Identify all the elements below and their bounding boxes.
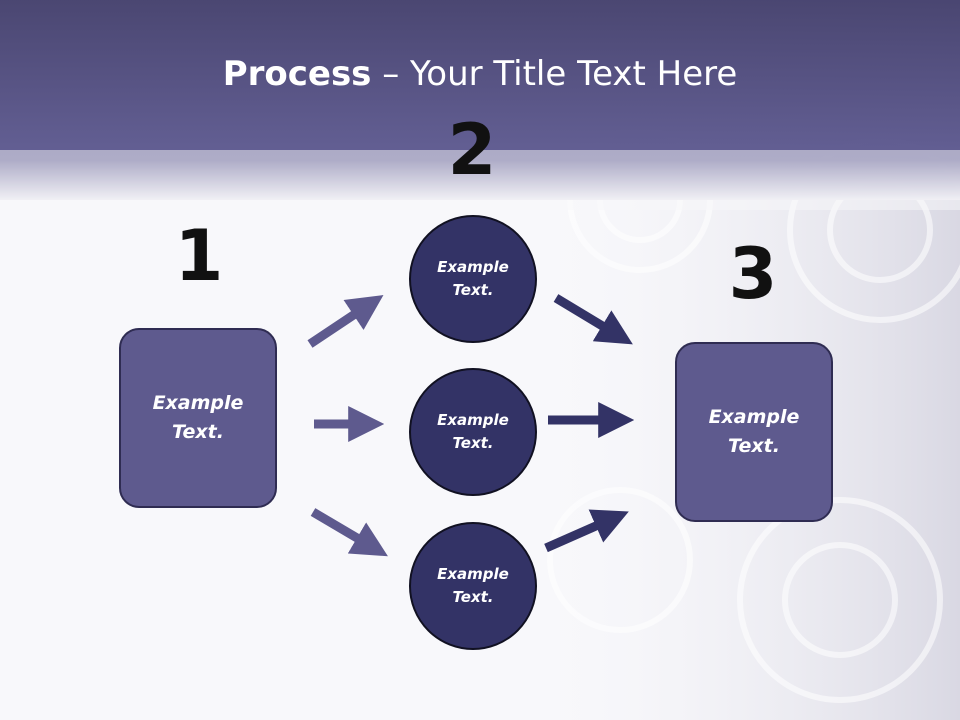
arrow-from-node-top [553,294,633,345]
step-number-3: 3 [728,233,778,315]
arrow-from-node-bottom [544,509,629,553]
title-rest: – Your Title Text Here [371,54,738,94]
arrow-to-node-bottom [310,508,388,557]
step-number-2: 2 [447,109,497,191]
arrow-to-node-top [307,295,384,348]
slide-title: Process – Your Title Text Here [0,52,960,96]
step-number-1: 1 [174,215,224,297]
title-bar: Process – Your Title Text Here [0,0,960,150]
title-bold: Process [222,54,372,94]
